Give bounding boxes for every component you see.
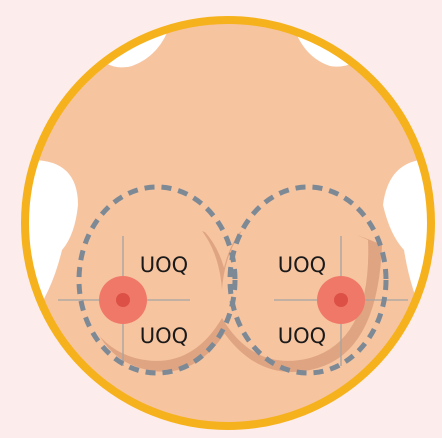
left-nipple-center — [116, 293, 130, 307]
left-lower-label: UOQ — [140, 324, 188, 348]
right-lower-label: UOQ — [278, 324, 326, 348]
left-upper-label: UOQ — [140, 253, 188, 277]
right-upper-label: UOQ — [278, 253, 326, 277]
right-nipple-center — [334, 293, 348, 307]
